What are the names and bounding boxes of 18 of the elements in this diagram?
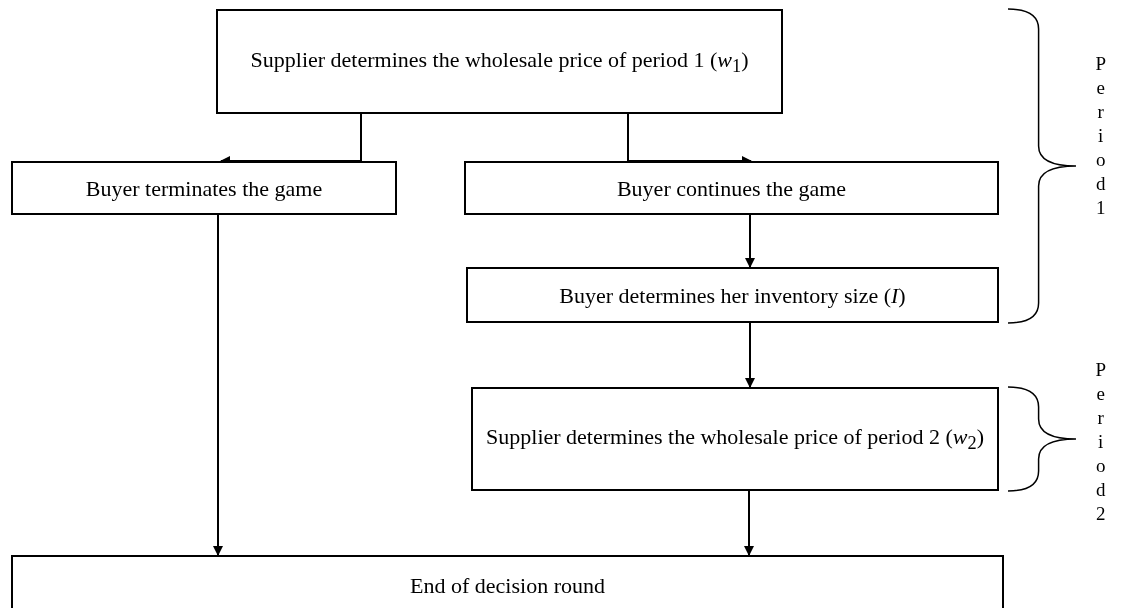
process-box	[471, 387, 999, 491]
arrow	[744, 490, 754, 556]
process-box	[11, 161, 397, 215]
box-text: End of decision round	[409, 572, 606, 600]
arrow	[213, 214, 223, 556]
period-label: Period 2	[1095, 358, 1107, 526]
box-text: Buyer determines her inventory size (I)	[558, 281, 907, 310]
box-text: Supplier determines the wholesale price of period 2 (w$_{2}$)	[485, 423, 985, 456]
process-box	[11, 555, 1004, 608]
arrow	[745, 214, 755, 268]
process-box	[466, 267, 999, 323]
process-box	[216, 9, 783, 114]
process-box	[464, 161, 999, 215]
period-label: Period 1	[1095, 52, 1107, 220]
arrow	[745, 322, 755, 388]
box-text: Buyer continues the game	[615, 174, 848, 203]
box-text: Buyer terminates the game	[84, 174, 324, 203]
box-text: Supplier determines the wholesale price of period 1 (w$_{1}$)	[249, 45, 750, 78]
